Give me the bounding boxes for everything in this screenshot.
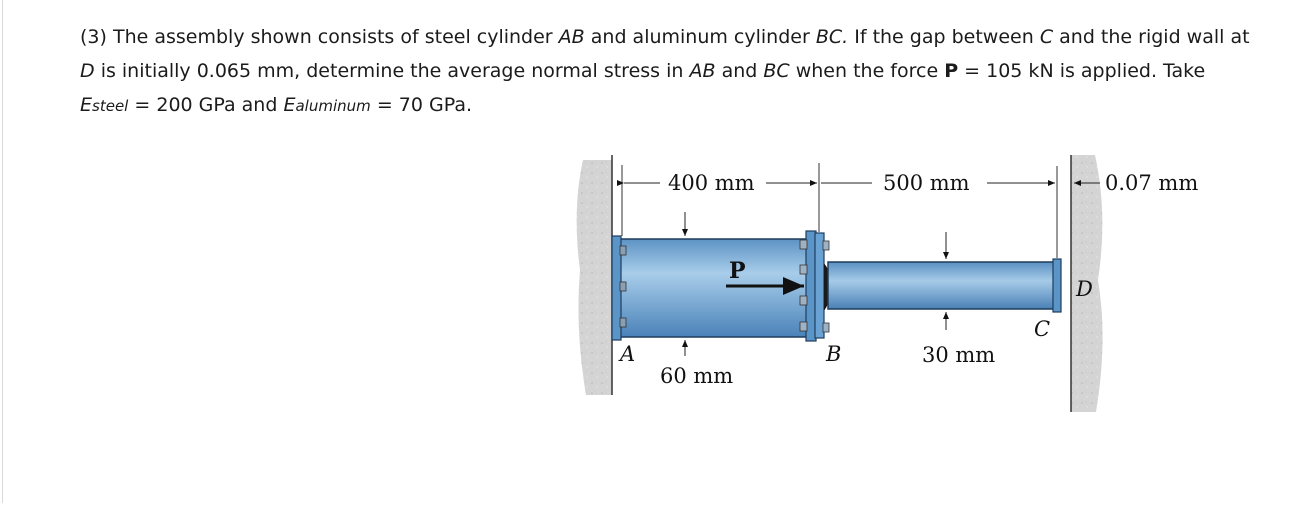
- point-d-label: D: [1075, 277, 1093, 301]
- problem-text-1: The assembly shown consists of steel cyl…: [112, 26, 553, 48]
- force-p-label: P: [729, 258, 746, 284]
- point-a-label: A: [618, 342, 635, 366]
- point-c-label: C: [1034, 317, 1050, 341]
- problem-text-7: when the force: [795, 60, 939, 82]
- end-cap-c: [1052, 258, 1062, 313]
- label-d: D: [80, 60, 95, 82]
- problem-text-10: = 70 GPa.: [376, 94, 472, 116]
- label-ab-2: AB: [689, 60, 716, 82]
- label-bc-2: BC: [763, 60, 790, 82]
- page-left-rule: [2, 0, 3, 503]
- cylinder-ab: [616, 238, 808, 338]
- problem-text-4: and the rigid wall at: [1059, 26, 1250, 48]
- e-aluminum-symbol: Ealuminum: [283, 94, 371, 116]
- force-symbol: P: [944, 60, 959, 82]
- dim-gap-label: 0.07 mm: [1105, 171, 1198, 195]
- cylinder-bc: [827, 261, 1057, 310]
- dia-bc-label: 30 mm: [922, 343, 995, 367]
- problem-text-2: and aluminum cylinder: [590, 26, 810, 48]
- label-c: C: [1039, 26, 1054, 48]
- dia-ab-label: 60 mm: [660, 364, 733, 388]
- extension-lines: [621, 163, 1058, 258]
- problem-text-6: and: [721, 60, 758, 82]
- point-b-label: B: [825, 342, 841, 366]
- problem-text-9: = 200 GPa and: [134, 94, 278, 116]
- left-bolts: [619, 245, 627, 328]
- problem-statement: (3) The assembly shown consists of steel…: [80, 20, 1250, 123]
- problem-text-5: is initially 0.065 mm, determine the ave…: [100, 60, 684, 82]
- dim-bc-label: 500 mm: [883, 171, 970, 195]
- left-wall: [576, 160, 612, 395]
- problem-text-3: If the gap between: [854, 26, 1034, 48]
- e-steel-symbol: Esteel: [80, 94, 129, 116]
- dim-ab-label: 400 mm: [668, 171, 755, 195]
- flange-b-bolts: [799, 239, 830, 333]
- problem-number: (3): [80, 26, 107, 48]
- label-ab: AB: [558, 26, 585, 48]
- right-wall: [1071, 155, 1103, 412]
- problem-text-8: = 105 kN is applied. Take: [964, 60, 1206, 82]
- label-bc: BC.: [815, 26, 849, 48]
